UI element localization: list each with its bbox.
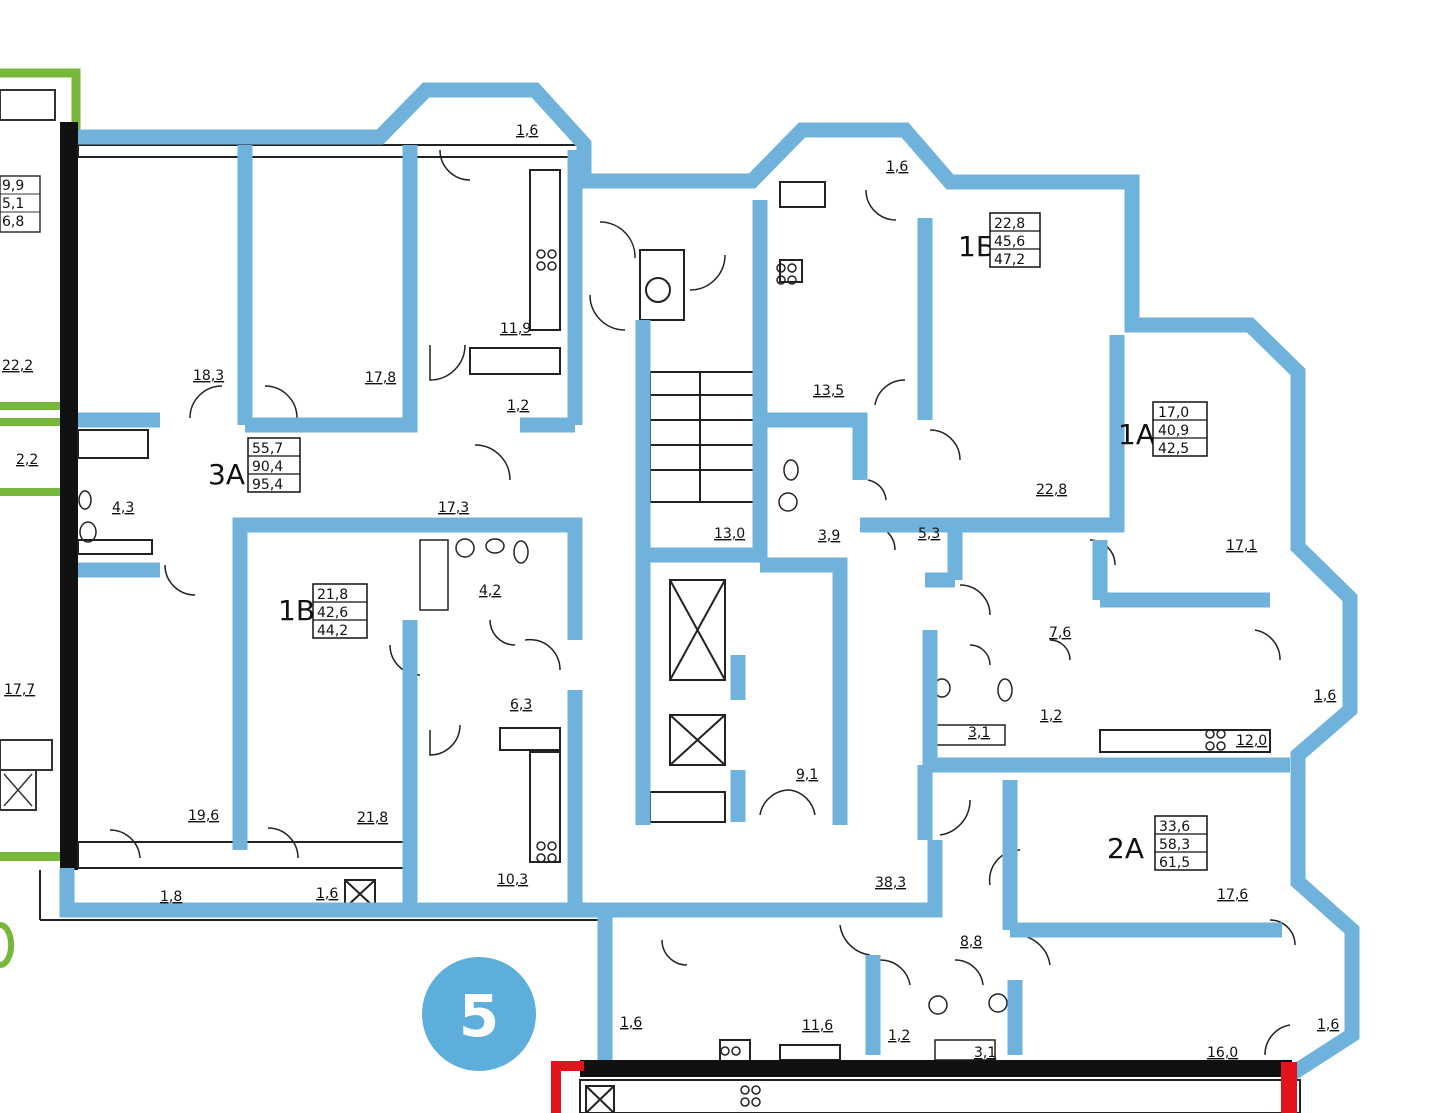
room-area: 3,9	[818, 528, 840, 544]
room-area: 17,3	[438, 500, 469, 516]
total-area: 58,3	[1159, 837, 1190, 853]
neighbor-section-bottom-right	[1281, 1062, 1297, 1113]
room-area: 5,3	[918, 526, 940, 542]
neighbor-area: 22,2	[2, 358, 33, 374]
apartment-1b-label: 1Б 22,8 45,6 47,2	[958, 212, 1041, 268]
left-exterior-wall	[60, 122, 78, 870]
room-area: 1,2	[1040, 708, 1062, 724]
interior-linework	[39, 144, 1301, 1113]
total-area-with-balcony: 44,2	[317, 623, 348, 639]
neighbor-area: 9,9	[2, 178, 24, 194]
room-area: 1,8	[160, 889, 182, 905]
neighbor-section-left	[0, 68, 81, 968]
room-area: 1,2	[507, 398, 529, 414]
sanitary-fixtures	[78, 459, 1013, 1061]
apartment-3a-label: 3A 55,7 90,4 95,4	[208, 437, 301, 493]
bottom-exterior-wall	[580, 1060, 1292, 1077]
room-area: 11,9	[500, 321, 531, 337]
neighbor-section-bottom-left	[551, 1061, 584, 1113]
room-area: 12,0	[1236, 733, 1267, 749]
room-area: 10,3	[497, 872, 528, 888]
total-area: 45,6	[994, 234, 1025, 250]
room-area: 17,8	[365, 370, 396, 386]
room-area: 7,6	[1049, 625, 1071, 641]
neighbor-area: 17,7	[4, 682, 35, 698]
room-area: 17,1	[1226, 538, 1257, 554]
living-area: 55,7	[252, 441, 283, 457]
room-area: 1,6	[1317, 1017, 1339, 1033]
section-number: 5	[459, 982, 499, 1050]
section-walls	[59, 82, 1360, 1082]
room-area: 18,3	[193, 368, 224, 384]
total-area: 40,9	[1158, 423, 1189, 439]
room-area: 3,1	[968, 725, 990, 741]
room-area: 1,6	[620, 1015, 642, 1031]
apartment-code: 1A	[1118, 418, 1155, 451]
living-area: 21,8	[317, 587, 348, 603]
room-area: 19,6	[188, 808, 219, 824]
total-area-with-balcony: 47,2	[994, 252, 1025, 268]
neighbor-area: 6,8	[2, 214, 24, 230]
room-area: 9,1	[796, 767, 818, 783]
room-area: 4,3	[112, 500, 134, 516]
room-area: 11,6	[802, 1018, 833, 1034]
apartment-code: 3A	[208, 458, 245, 491]
apartment-code: 1Б	[958, 230, 995, 263]
apartment-1v-label: 1В 21,8 42,6 44,2	[278, 583, 368, 639]
room-area: 3,1	[974, 1045, 996, 1061]
total-area: 42,6	[317, 605, 348, 621]
neighbor-area: 5,1	[2, 196, 24, 212]
neighbor-area: 2,2	[16, 452, 38, 468]
total-area-with-balcony: 61,5	[1159, 855, 1190, 871]
door-swings	[109, 149, 1296, 1056]
room-area-labels: 1,6 1,6 11,9 18,3 17,8 1,2 4,3 17,3 4,2 …	[112, 123, 1339, 1061]
room-area: 17,6	[1217, 887, 1248, 903]
room-area: 1,6	[1314, 688, 1336, 704]
apartment-code: 1В	[278, 594, 315, 627]
room-area: 6,3	[510, 697, 532, 713]
room-area: 13,0	[714, 526, 745, 542]
neighbor-labels: 9,9 5,1 6,8 22,2 2,2 17,7	[2, 178, 38, 698]
living-area: 17,0	[1158, 405, 1189, 421]
room-area: 1,6	[316, 886, 338, 902]
living-area: 22,8	[994, 216, 1025, 232]
stove-icons	[536, 249, 1226, 1107]
room-area: 1,2	[888, 1028, 910, 1044]
room-area: 1,6	[516, 123, 538, 139]
room-area: 1,6	[886, 159, 908, 175]
apartment-code: 2A	[1107, 832, 1144, 865]
room-area: 4,2	[479, 583, 501, 599]
total-area: 90,4	[252, 459, 283, 475]
total-area-with-balcony: 42,5	[1158, 441, 1189, 457]
total-area-with-balcony: 95,4	[252, 477, 283, 493]
living-area: 33,6	[1159, 819, 1190, 835]
apartment-2a-label: 2A 33,6 58,3 61,5	[1107, 815, 1208, 871]
section-badge: 5	[422, 957, 536, 1071]
apartment-1a-label: 1A 17,0 40,9 42,5	[1118, 401, 1208, 457]
room-area: 22,8	[1036, 482, 1067, 498]
room-area: 21,8	[357, 810, 388, 826]
room-area: 13,5	[813, 383, 844, 399]
room-area: 8,8	[960, 934, 982, 950]
room-area: 16,0	[1207, 1045, 1238, 1061]
room-area: 38,3	[875, 875, 906, 891]
